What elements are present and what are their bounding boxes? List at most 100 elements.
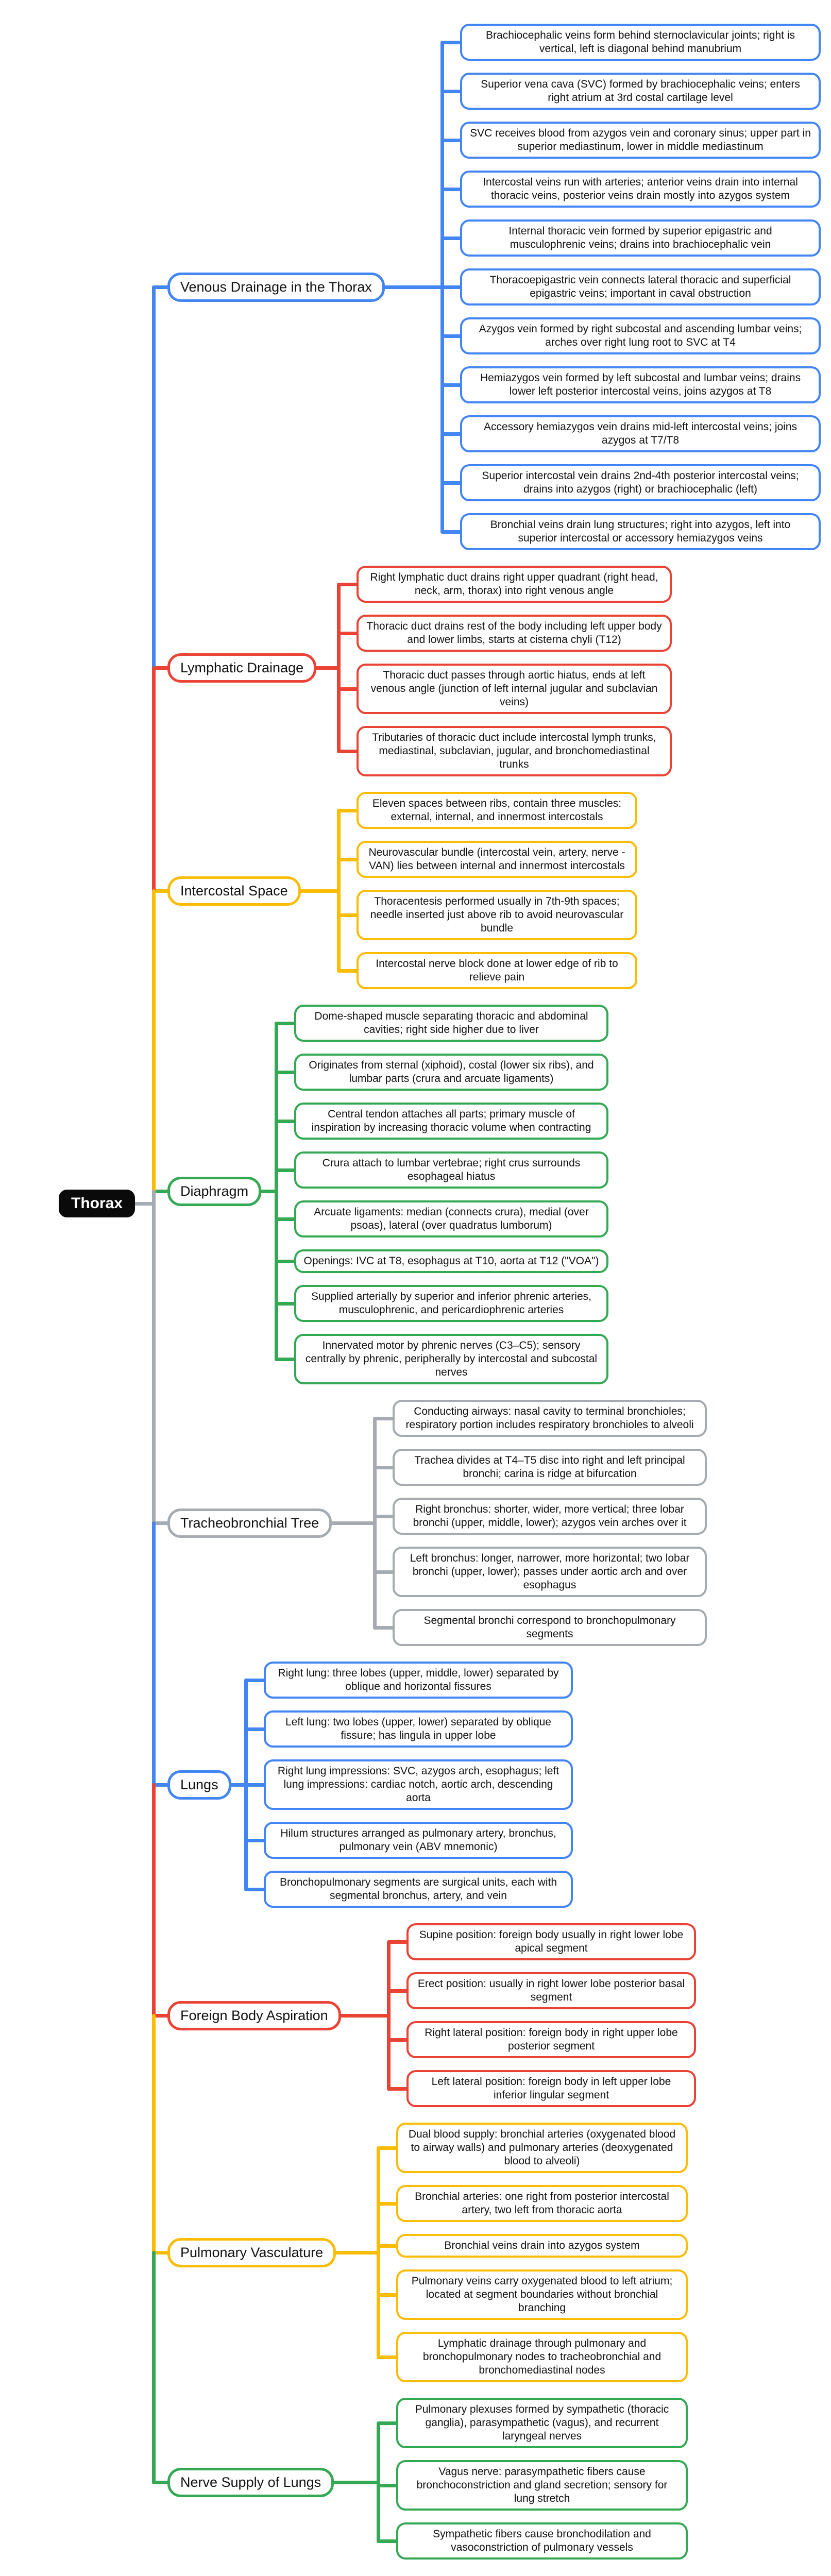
leaf-stub <box>377 2146 399 2150</box>
leaf-stub <box>275 1301 297 1306</box>
leaf-node-intercostal-space-3: Thoracentesis performed usually in 7th-9… <box>357 890 637 941</box>
branch-label-venous-drainage-in-the-thorax: Venous Drainage in the Thorax <box>167 272 385 302</box>
branch-stub-left <box>152 889 171 893</box>
leaf-node-pulmonary-vasculature-3: Bronchial veins drain into azygos system <box>396 2234 688 2258</box>
leaf-rail <box>373 1416 377 1630</box>
leaf-stub <box>275 1021 297 1025</box>
leaf-stub <box>373 1465 396 1469</box>
leaf-node-intercostal-space-4: Intercostal nerve block done at lower ed… <box>357 952 637 990</box>
leaf-stub <box>275 1357 297 1361</box>
leaf-stub <box>440 383 463 387</box>
leaf-node-tracheobronchial-tree-3: Right bronchus: shorter, wider, more ver… <box>393 1498 707 1535</box>
leaf-node-tracheobronchial-tree-2: Trachea divides at T4–T5 disc into right… <box>393 1449 707 1486</box>
leaf-node-venous-drainage-in-the-thorax-11: Bronchial veins drain lung structures; r… <box>460 513 821 551</box>
leaf-stub <box>373 1625 396 1630</box>
leaf-stub <box>387 1989 410 1993</box>
leaf-node-venous-drainage-in-the-thorax-9: Accessory hemiazygos vein drains mid-lef… <box>460 415 821 453</box>
leaf-node-tracheobronchial-tree-4: Left bronchus: longer, narrower, more ho… <box>393 1547 707 1598</box>
leaf-node-venous-drainage-in-the-thorax-8: Hemiazygos vein formed by left subcostal… <box>460 366 821 404</box>
leaf-node-lymphatic-drainage-4: Tributaries of thoracic duct include int… <box>357 726 672 777</box>
leaf-node-lymphatic-drainage-2: Thoracic duct drains rest of the body in… <box>357 615 672 652</box>
leaf-stub <box>244 1783 267 1787</box>
branch-stub-right <box>258 1189 278 1193</box>
branch-stub-right <box>329 1521 377 1525</box>
leaf-node-pulmonary-vasculature-2: Bronchial arteries: one right from poste… <box>396 2185 688 2223</box>
branch-stub-left <box>152 2480 171 2484</box>
branch-stub-right <box>331 2480 380 2484</box>
leaf-node-tracheobronchial-tree-1: Conducting airways: nasal cavity to term… <box>393 1400 707 1437</box>
branch-stub-left <box>152 2013 171 2018</box>
leaf-node-nerve-supply-of-lungs-3: Sympathetic fibers cause bronchodilation… <box>396 2522 688 2560</box>
leaf-stub <box>440 138 463 142</box>
leaf-stub <box>337 808 360 812</box>
leaf-stub <box>377 2201 399 2206</box>
leaf-stub <box>275 1070 297 1074</box>
leaf-stub <box>387 2087 410 2091</box>
branch-label-intercostal-space: Intercostal Space <box>167 876 301 906</box>
leaf-stub <box>337 969 360 973</box>
leaf-stub <box>440 530 463 534</box>
leaf-node-pulmonary-vasculature-5: Lymphatic drainage through pulmonary and… <box>396 2332 688 2383</box>
root-connector <box>132 1201 156 1206</box>
leaf-rail <box>275 1021 278 1361</box>
leaf-stub <box>337 857 360 861</box>
leaf-stub <box>244 1678 267 1682</box>
leaf-node-nerve-supply-of-lungs-1: Pulmonary plexuses formed by sympathetic… <box>396 2398 688 2449</box>
spine-segment <box>152 2013 156 2255</box>
leaf-node-lungs-3: Right lung impressions: SVC, azygos arch… <box>264 1759 573 1810</box>
leaf-stub <box>377 2483 399 2487</box>
leaf-stub <box>440 285 463 289</box>
leaf-rail <box>337 582 341 753</box>
branch-stub-left <box>152 2250 171 2255</box>
root-node-thorax: Thorax <box>59 1190 135 1217</box>
leaf-node-venous-drainage-in-the-thorax-7: Azygos vein formed by right subcostal an… <box>460 317 821 355</box>
leaf-node-lungs-2: Left lung: two lobes (upper, lower) sepa… <box>264 1710 573 1748</box>
leaf-stub <box>244 1727 267 1731</box>
branch-stub-left <box>152 1783 171 1787</box>
leaf-node-diaphragm-7: Supplied arterially by superior and infe… <box>294 1285 608 1323</box>
leaf-rail <box>377 2421 380 2543</box>
leaf-node-lungs-5: Bronchopulmonary segments are surgical u… <box>264 1871 573 1908</box>
leaf-stub <box>377 2293 399 2297</box>
leaf-node-lymphatic-drainage-3: Thoracic duct passes through aortic hiat… <box>357 664 672 715</box>
leaf-node-foreign-body-aspiration-3: Right lateral position: foreign body in … <box>406 2021 696 2059</box>
leaf-stub <box>440 236 463 240</box>
leaf-stub <box>377 2421 399 2425</box>
branch-label-pulmonary-vasculature: Pulmonary Vasculature <box>167 2238 336 2267</box>
leaf-rail <box>377 2146 380 2359</box>
spine-segment <box>152 889 156 1193</box>
leaf-stub <box>387 1940 410 1944</box>
branch-label-lymphatic-drainage: Lymphatic Drainage <box>167 653 317 683</box>
leaf-node-lungs-1: Right lung: three lobes (upper, middle, … <box>264 1662 573 1699</box>
leaf-stub <box>377 2244 399 2248</box>
leaf-node-lungs-4: Hilum structures arranged as pulmonary a… <box>264 1822 573 1859</box>
leaf-node-venous-drainage-in-the-thorax-4: Intercostal veins run with arteries; ant… <box>460 171 821 208</box>
leaf-rail <box>337 808 341 973</box>
leaf-stub <box>337 687 360 691</box>
leaf-node-venous-drainage-in-the-thorax-3: SVC receives blood from azygos vein and … <box>460 122 821 159</box>
leaf-node-tracheobronchial-tree-5: Segmental bronchi correspond to bronchop… <box>393 1609 707 1647</box>
leaf-stub <box>337 913 360 917</box>
spine-segment <box>152 2250 156 2484</box>
leaf-node-venous-drainage-in-the-thorax-1: Brachiocephalic veins form behind sterno… <box>460 24 821 61</box>
branch-label-foreign-body-aspiration: Foreign Body Aspiration <box>167 2001 341 2030</box>
leaf-node-pulmonary-vasculature-1: Dual blood supply: bronchial arteries (o… <box>396 2123 688 2174</box>
leaf-node-intercostal-space-2: Neurovascular bundle (intercostal vein, … <box>357 841 637 878</box>
leaf-stub <box>244 1887 267 1891</box>
leaf-stub <box>373 1570 396 1574</box>
spine-segment <box>152 666 156 893</box>
leaf-node-diaphragm-2: Originates from sternal (xiphoid), costa… <box>294 1054 608 1091</box>
leaf-stub <box>377 2539 399 2543</box>
leaf-stub <box>440 481 463 485</box>
spine-segment <box>152 1521 156 1787</box>
branch-stub-right <box>313 666 341 670</box>
spine-segment <box>152 1783 156 2018</box>
leaf-stub <box>440 89 463 93</box>
leaf-rail <box>387 1940 391 2091</box>
leaf-node-pulmonary-vasculature-4: Pulmonary veins carry oxygenated blood t… <box>396 2269 688 2320</box>
leaf-node-nerve-supply-of-lungs-2: Vagus nerve: parasympathetic fibers caus… <box>396 2460 688 2511</box>
leaf-node-foreign-body-aspiration-2: Erect position: usually in right lower l… <box>406 1972 696 2010</box>
leaf-node-venous-drainage-in-the-thorax-5: Internal thoracic vein formed by superio… <box>460 219 821 257</box>
branch-stub-left <box>152 285 171 289</box>
